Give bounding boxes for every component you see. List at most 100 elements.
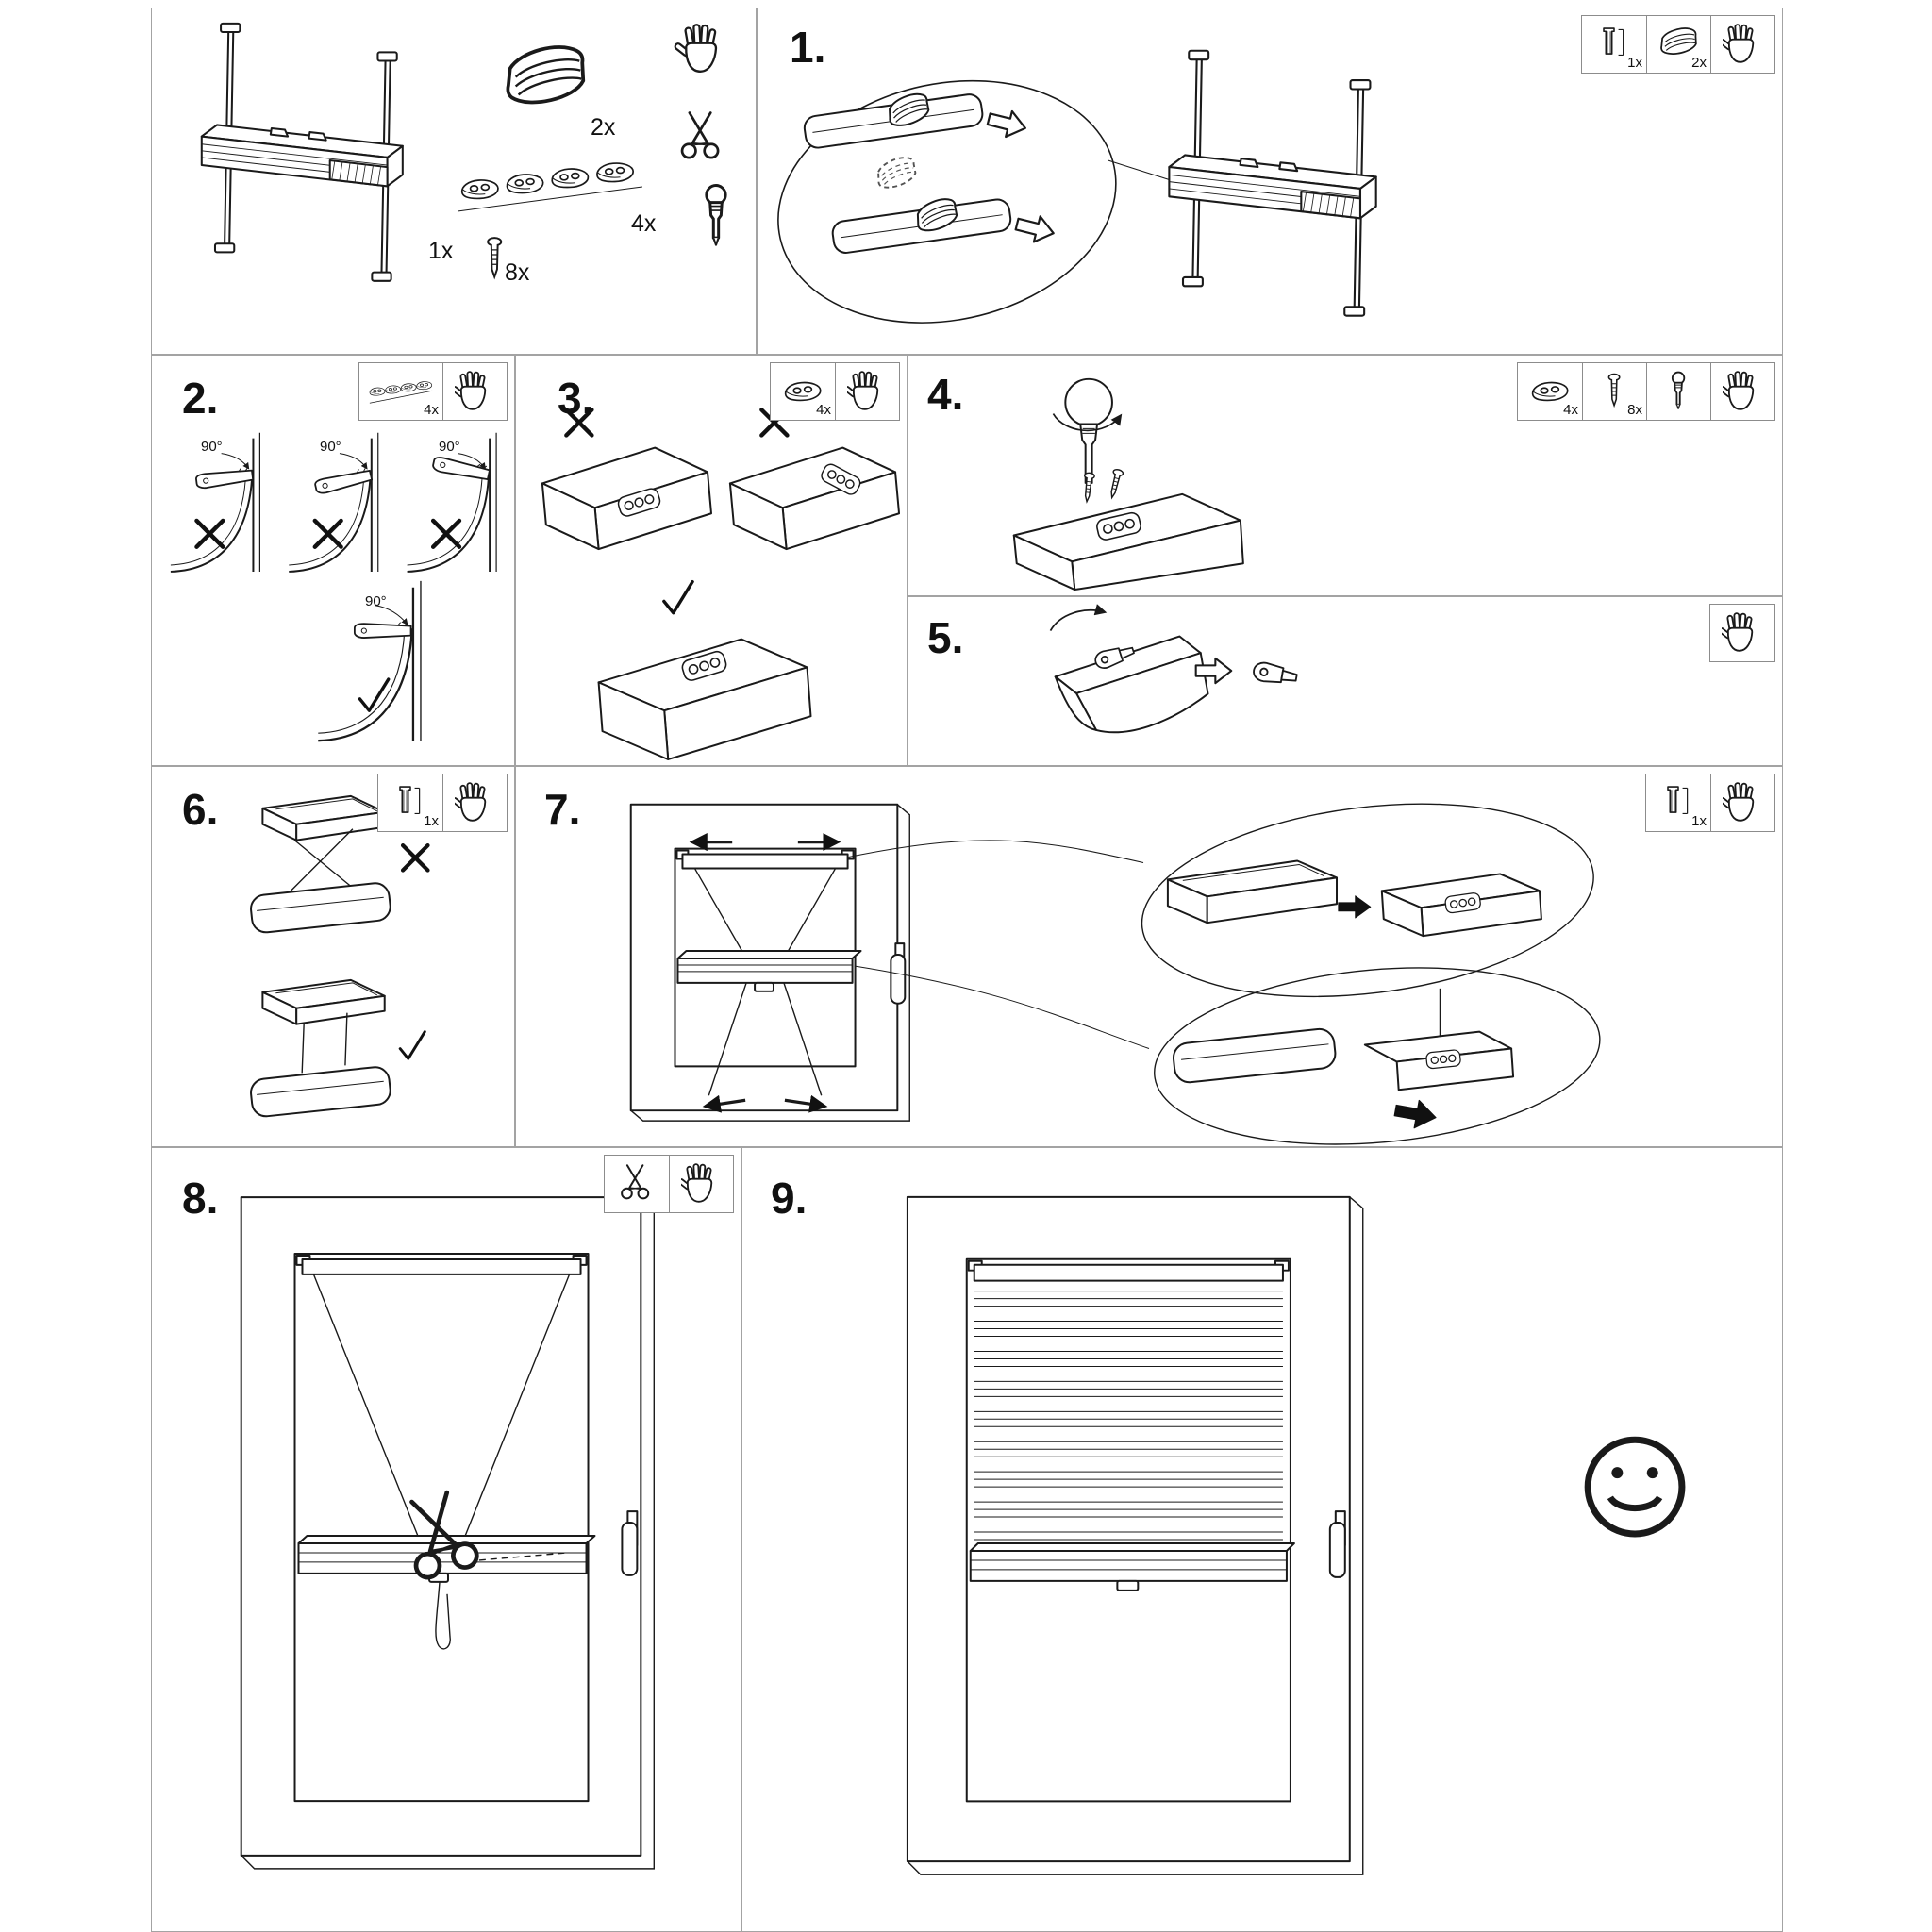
- tool-hand: [1710, 363, 1774, 420]
- blind-qty-label: 1x: [428, 238, 454, 264]
- hand-icon: [1722, 612, 1754, 652]
- step-number: 4.: [927, 370, 964, 419]
- blind-unit-drawing: [1168, 49, 1377, 317]
- step6-toolbar: 1x: [377, 774, 508, 832]
- tool-qty: 4x: [1563, 402, 1578, 418]
- step4-illustration: [1012, 377, 1244, 591]
- bracket-strip-icon: [369, 381, 433, 404]
- step3-illustration: [541, 356, 901, 760]
- callout-line: [854, 965, 1150, 1049]
- scissors-icon: [680, 111, 720, 159]
- scissors-icon: [621, 1164, 650, 1200]
- hand-icon: [1722, 371, 1754, 410]
- step2-fig-correct: [317, 579, 423, 742]
- callout-top: [1141, 803, 1594, 998]
- window-drawing: [906, 1195, 1364, 1875]
- screw-icon: [487, 237, 503, 278]
- cross-mark-icon: [196, 521, 223, 547]
- tool-clip-part: 1x: [378, 774, 442, 831]
- tool-qty: 8x: [1627, 402, 1642, 418]
- panel-step-2: 2. 4x: [151, 355, 515, 766]
- step9-illustration: [906, 1195, 1782, 1875]
- rotate-arrow: [1049, 604, 1108, 632]
- step2-fig-wrong-2: [288, 431, 379, 573]
- removed-clip-part: [1251, 659, 1299, 688]
- panel-step-3: 3. 4x: [515, 355, 908, 766]
- tool-hand: [669, 1156, 733, 1212]
- hand-icon: [1722, 782, 1754, 822]
- window-drawing: [240, 1196, 655, 1870]
- step-number: 1.: [790, 23, 826, 72]
- tool-hand: [835, 363, 899, 420]
- step6-fig-correct: [250, 978, 426, 1118]
- pleated-fabric: [974, 1291, 1283, 1541]
- panel-step-6: 6. 1x: [151, 766, 515, 1147]
- check-mark-icon: [358, 677, 391, 712]
- clamps-qty-label: 2x: [591, 114, 616, 141]
- check-mark-icon: [662, 579, 694, 615]
- arrow-icon: [984, 105, 1030, 142]
- zoom-ellipse: [777, 79, 1117, 324]
- arrow-icon: [1012, 209, 1058, 247]
- panel-step-9: 9.: [741, 1147, 1783, 1932]
- tool-clip-part: 1x: [1646, 774, 1710, 831]
- tool-bracket-part: 4x: [1518, 363, 1582, 420]
- panel-step-4: 4. 4x 8x: [908, 355, 1783, 596]
- screws-qty-label: 8x: [505, 259, 530, 286]
- tool-scissors: [605, 1156, 669, 1212]
- step-number: 3.: [558, 374, 594, 423]
- step5-toolbar: [1709, 604, 1775, 662]
- step-number: 6.: [182, 785, 219, 834]
- step6-fig-wrong: [250, 794, 428, 934]
- slide-arrow: [784, 1094, 828, 1113]
- step1-illustration: [777, 49, 1377, 324]
- hand-icon: [673, 23, 718, 73]
- tool-qty: 1x: [1691, 813, 1707, 829]
- angle-label: 90°: [320, 439, 341, 455]
- tool-clamp-part: 2x: [1646, 16, 1710, 73]
- tool-hand: [442, 774, 507, 831]
- brackets-qty-label: 4x: [631, 210, 657, 237]
- window-drawing: [629, 803, 910, 1122]
- callout-bottom: [1154, 967, 1601, 1145]
- panel-step-8: 8.: [151, 1147, 741, 1932]
- step-number: 2.: [182, 374, 219, 423]
- cut-line: [478, 1552, 568, 1561]
- clamp-part-icon: [506, 45, 586, 105]
- arrow-icon: [1338, 895, 1372, 919]
- panel-step-7: 7. 1x: [515, 766, 1783, 1147]
- screwdriver-icon: [1671, 371, 1685, 410]
- step-number: 7.: [544, 785, 581, 834]
- step-number: 9.: [771, 1174, 808, 1223]
- angle-label: 90°: [439, 439, 460, 455]
- cross-mark-icon: [433, 521, 459, 547]
- hand-icon: [454, 371, 486, 410]
- tool-qty: 2x: [1691, 55, 1707, 71]
- angle-label: 90°: [365, 593, 387, 609]
- rotate-arrow: [1052, 413, 1123, 432]
- parts-illustration: [200, 22, 727, 282]
- step8-illustration: [240, 1196, 655, 1870]
- step1-toolbar: 1x 2x: [1581, 15, 1775, 74]
- step3-fig-wrong-1: [541, 409, 712, 551]
- tool-qty: 4x: [424, 402, 439, 418]
- panel-step-1: 1. 1x 2x: [757, 8, 1783, 355]
- screwdriver-icon: [705, 184, 727, 247]
- step2-toolbar: 4x: [358, 362, 508, 421]
- tool-bracket-strip: 4x: [359, 363, 442, 420]
- tool-clip-part: 1x: [1582, 16, 1646, 73]
- step7-illustration: [629, 803, 1601, 1145]
- step2-illustration: [169, 431, 498, 742]
- tool-screw: 8x: [1582, 363, 1646, 420]
- step8-toolbar: [604, 1155, 734, 1213]
- tool-hand: [442, 363, 507, 420]
- step2-fig-wrong-1: [169, 431, 261, 573]
- step5-illustration: [1049, 604, 1299, 734]
- callout-line: [1108, 159, 1180, 184]
- smiley-icon: [1588, 1440, 1682, 1534]
- hand-icon: [680, 1163, 712, 1203]
- blind-unit-drawing: [200, 22, 404, 282]
- tool-bracket-part: 4x: [771, 363, 835, 420]
- hand-icon: [1722, 24, 1754, 63]
